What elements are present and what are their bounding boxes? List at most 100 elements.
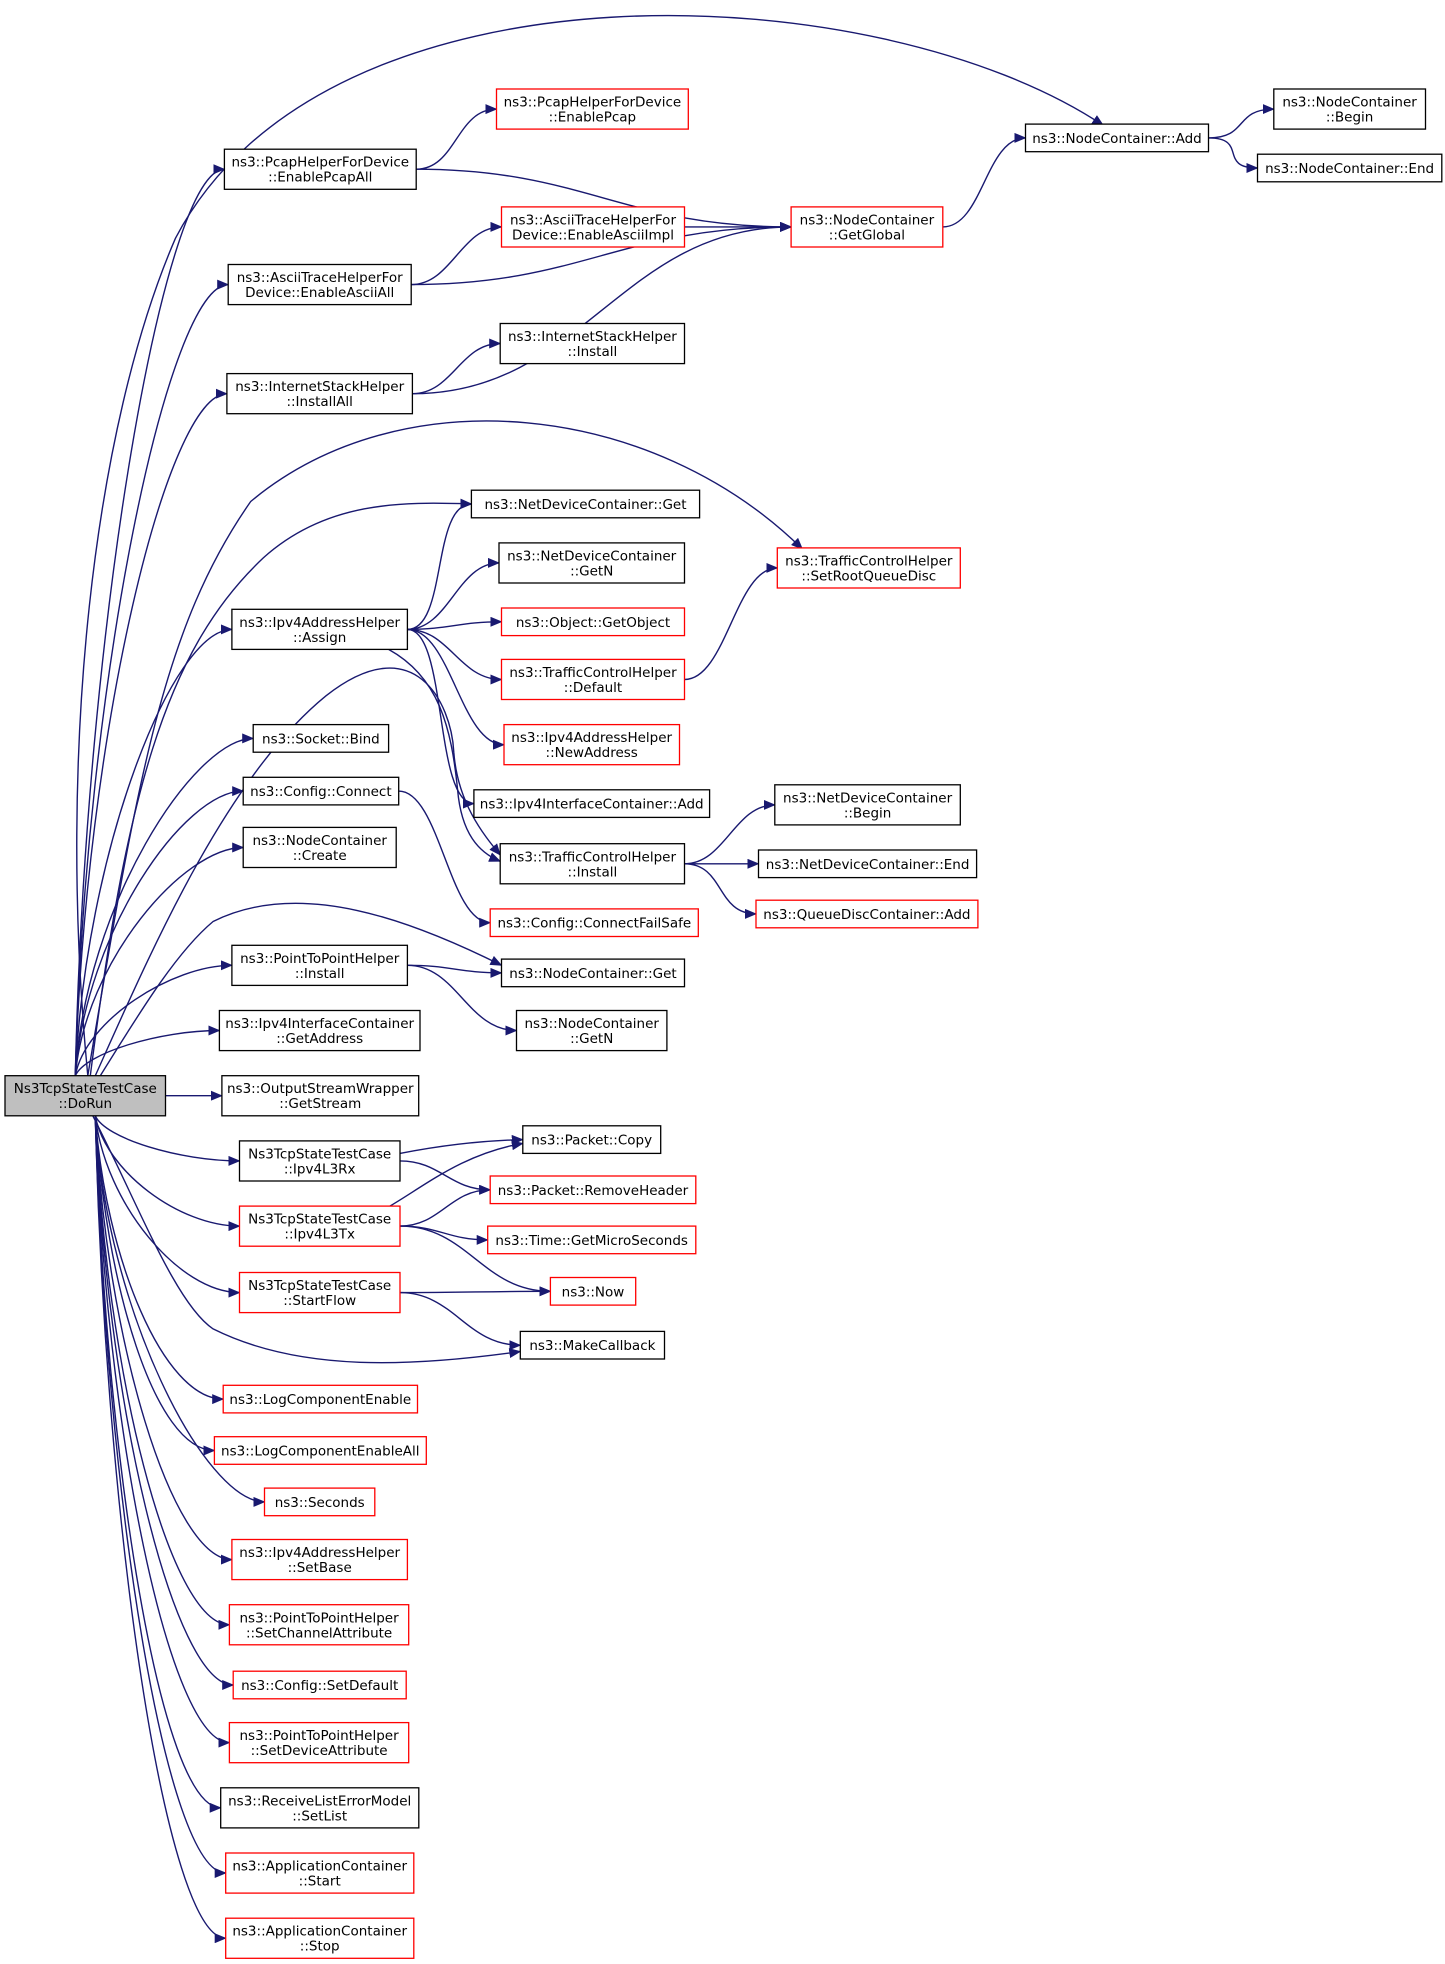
node-cfg-fail-safe[interactable]: ns3::Config::ConnectFailSafe: [489, 908, 699, 938]
node-seconds[interactable]: ns3::Seconds: [263, 1487, 376, 1517]
node-nc-create[interactable]: ns3::NodeContainer::Create: [242, 826, 397, 869]
edge-root-to-tch-install: [94, 667, 501, 1076]
edge-p2p-install-to-nc-get-n: [407, 964, 518, 1036]
node-box: [500, 206, 686, 248]
node-p2p-install[interactable]: ns3::PointToPointHelper::Install: [231, 944, 409, 987]
edge-root-to-ndc-get: [89, 498, 473, 1076]
node-tch-root[interactable]: ns3::TrafficControlHelper::SetRootQueueD…: [776, 547, 961, 589]
node-iic-get-addr[interactable]: ns3::Ipv4InterfaceContainer::GetAddress: [218, 1009, 421, 1052]
node-label-line: ::Install: [568, 864, 618, 880]
edge-ascii-all-to-ascii-impl: [411, 221, 503, 286]
edge-ipv4-assign-to-iic-add: [407, 628, 475, 809]
node-label-line: ns3::Socket::Bind: [262, 731, 380, 747]
node-box: [1024, 123, 1210, 153]
root-node[interactable]: Ns3TcpStateTestCase::DoRun: [4, 1075, 167, 1117]
node-box: [503, 723, 681, 766]
node-box: [790, 206, 944, 248]
node-get-object[interactable]: ns3::Object::GetObject: [500, 607, 686, 637]
node-set-chan[interactable]: ns3::PointToPointHelper::SetChannelAttri…: [228, 1604, 410, 1646]
node-log-enable-all[interactable]: ns3::LogComponentEnableAll: [213, 1436, 427, 1465]
edge-tx-to-get-micro: [399, 1225, 489, 1245]
node-nc-add[interactable]: ns3::NodeContainer::Add: [1024, 123, 1210, 153]
node-label-line: ::EnablePcapAll: [268, 170, 372, 186]
node-new-addr[interactable]: ns3::Ipv4AddressHelper::NewAddress: [503, 723, 681, 766]
node-tx[interactable]: Ns3TcpStateTestCase::Ipv4L3Tx: [238, 1205, 401, 1247]
node-box: [238, 1140, 401, 1182]
node-label-line: ns3::LogComponentEnable: [229, 1392, 411, 1408]
node-label-line: ns3::Packet::RemoveHeader: [498, 1183, 689, 1199]
edge-ish-all-to-nc-global: [412, 221, 793, 395]
node-ndc-get-n[interactable]: ns3::NetDeviceContainer::GetN: [498, 542, 686, 584]
node-rx[interactable]: Ns3TcpStateTestCase::Ipv4L3Rx: [238, 1140, 401, 1182]
node-get-micro[interactable]: ns3::Time::GetMicroSeconds: [487, 1225, 697, 1255]
node-pcap-all[interactable]: ns3::PcapHelperForDevice::EnablePcapAll: [223, 148, 417, 190]
node-label-line: ::Begin: [1326, 110, 1374, 126]
node-set-list[interactable]: ns3::ReceiveListErrorModel::SetList: [220, 1787, 420, 1829]
node-label-line: ::SetList: [292, 1808, 347, 1824]
node-tch-default[interactable]: ns3::TrafficControlHelper::Default: [500, 658, 686, 701]
edge-rx-to-pkt-remove: [399, 1160, 492, 1195]
node-label-line: ns3::Ipv4AddressHelper: [511, 730, 672, 746]
node-ndc-end[interactable]: ns3::NetDeviceContainer::End: [757, 849, 978, 879]
node-box: [500, 658, 686, 701]
node-ipv4-assign[interactable]: ns3::Ipv4AddressHelper::Assign: [231, 608, 409, 651]
node-label-line: ns3::NodeContainer::Get: [509, 966, 676, 982]
node-set-default[interactable]: ns3::Config::SetDefault: [232, 1670, 407, 1700]
node-ish-all[interactable]: ns3::InternetStackHelper::InstallAll: [226, 372, 414, 415]
node-nc-get[interactable]: ns3::NodeContainer::Get: [500, 958, 686, 988]
node-app-start[interactable]: ns3::ApplicationContainer::Start: [225, 1852, 415, 1894]
node-label-line: ns3::QueueDiscContainer::Add: [763, 907, 970, 923]
node-box: [774, 784, 961, 826]
node-box: [221, 1075, 420, 1117]
node-ascii-impl[interactable]: ns3::AsciiTraceHelperForDevice::EnableAs…: [500, 206, 686, 248]
node-set-base[interactable]: ns3::Ipv4AddressHelper::SetBase: [231, 1538, 409, 1581]
node-nc-begin[interactable]: ns3::NodeContainer::Begin: [1273, 88, 1427, 130]
node-tch-install[interactable]: ns3::TrafficControlHelper::Install: [499, 843, 686, 885]
node-cfg-connect[interactable]: ns3::Config::Connect: [242, 776, 400, 806]
node-label-line: Device::EnableAsciiImpl: [512, 227, 674, 243]
node-label-line: ::SetDeviceAttribute: [251, 1743, 388, 1759]
node-now[interactable]: ns3::Now: [549, 1276, 637, 1306]
node-start-flow[interactable]: Ns3TcpStateTestCase::StartFlow: [238, 1271, 401, 1314]
node-label-line: ::GetAddress: [276, 1031, 363, 1047]
node-box: [776, 547, 961, 589]
node-pkt-remove[interactable]: ns3::Packet::RemoveHeader: [489, 1175, 697, 1205]
node-box: [231, 1538, 409, 1581]
node-app-stop[interactable]: ns3::ApplicationContainer::Stop: [225, 1917, 415, 1959]
node-label-line: ns3::TrafficControlHelper: [509, 665, 677, 681]
node-ish-install[interactable]: ns3::InternetStackHelper::Install: [499, 322, 686, 365]
node-ascii-all[interactable]: ns3::AsciiTraceHelperForDevice::EnableAs…: [227, 263, 412, 306]
node-label-line: ns3::Config::SetDefault: [241, 1678, 398, 1694]
node-osw-get-stream[interactable]: ns3::OutputStreamWrapper::GetStream: [221, 1075, 420, 1117]
node-nc-get-n[interactable]: ns3::NodeContainer::GetN: [515, 1009, 668, 1052]
node-pcap[interactable]: ns3::PcapHelperForDevice::EnablePcap: [495, 88, 689, 130]
node-box: [226, 372, 414, 415]
node-box: [519, 1330, 666, 1360]
node-layer: Ns3TcpStateTestCase::DoRun ns3::PcapHelpe…: [4, 88, 1443, 1959]
edge-root-to-set-default: [94, 1115, 235, 1690]
node-label-line: ::SetBase: [288, 1560, 352, 1576]
node-label-line: ::Start: [299, 1874, 341, 1890]
node-label-line: ::Begin: [844, 805, 892, 821]
node-ndc-begin[interactable]: ns3::NetDeviceContainer::Begin: [774, 784, 961, 826]
node-nc-global[interactable]: ns3::NodeContainer::GetGlobal: [790, 206, 944, 248]
node-label-line: ::EnablePcap: [549, 110, 637, 126]
node-label-line: ns3::PcapHelperForDevice: [232, 155, 410, 171]
node-qdc-add[interactable]: ns3::QueueDiscContainer::Add: [755, 899, 979, 929]
node-label-line: ns3::NodeContainer: [252, 833, 387, 849]
node-make-cb[interactable]: ns3::MakeCallback: [519, 1330, 666, 1360]
node-iic-add[interactable]: ns3::Ipv4InterfaceContainer::Add: [473, 789, 711, 819]
node-box: [228, 1721, 410, 1764]
node-ndc-get[interactable]: ns3::NetDeviceContainer::Get: [470, 489, 701, 519]
node-label-line: Ns3TcpStateTestCase: [248, 1212, 391, 1228]
node-label-line: ::StartFlow: [283, 1293, 356, 1309]
node-box: [470, 489, 701, 519]
node-label-line: Device::EnableAsciiAll: [245, 285, 394, 301]
node-pkt-copy[interactable]: ns3::Packet::Copy: [522, 1125, 662, 1155]
node-set-dev[interactable]: ns3::PointToPointHelper::SetDeviceAttrib…: [228, 1721, 410, 1764]
node-label-line: ns3::TrafficControlHelper: [785, 553, 953, 569]
node-log-enable[interactable]: ns3::LogComponentEnable: [222, 1384, 419, 1414]
node-label-line: ns3::Now: [562, 1284, 625, 1300]
node-nc-end[interactable]: ns3::NodeContainer::End: [1256, 153, 1443, 183]
node-sock-bind[interactable]: ns3::Socket::Bind: [252, 723, 390, 753]
